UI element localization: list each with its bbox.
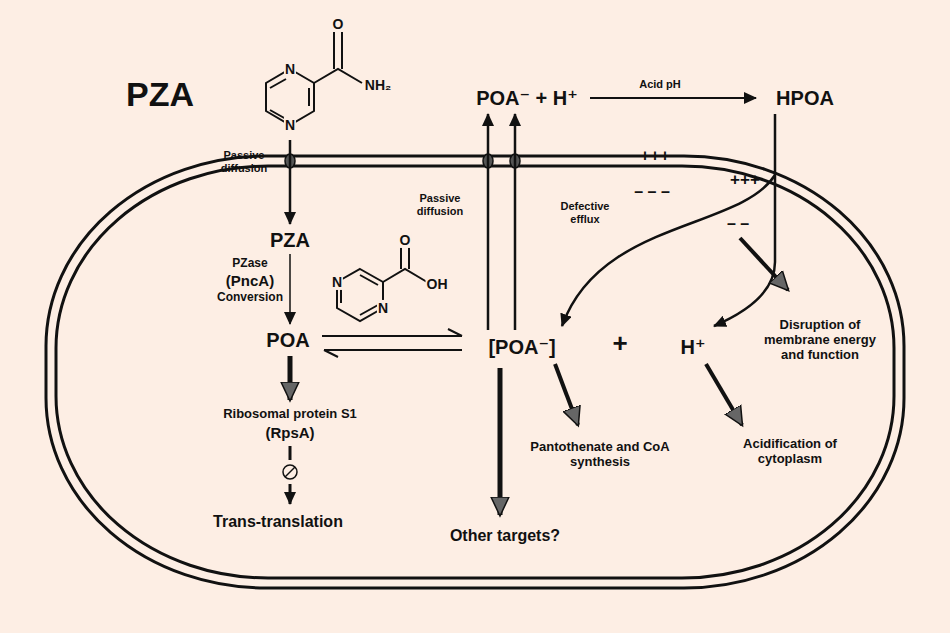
effect-label: Other targets? — [450, 527, 560, 545]
compound-label: POA⁻ + H⁺ — [476, 87, 578, 110]
compound-label: POA — [266, 329, 309, 352]
charge-label: +++ — [640, 146, 670, 166]
poa-structure — [337, 247, 427, 321]
atom-label: O — [332, 16, 345, 32]
compound-label: [POA⁻] — [488, 336, 555, 359]
title-label: PZA — [126, 75, 194, 114]
atom-label: O — [399, 232, 412, 248]
enzyme-label: PZase — [232, 257, 267, 271]
pza-structure — [266, 32, 362, 125]
plus-sign: + — [612, 329, 627, 359]
cell-membrane — [56, 166, 894, 578]
atom-label: OH — [426, 276, 449, 292]
enzyme-label: (PncA) — [226, 272, 274, 289]
effect-label: Pantothenate and CoA synthesis — [515, 440, 685, 470]
compound-label: HPOA — [776, 87, 834, 110]
atom-label: N — [284, 117, 296, 133]
target-label: Ribosomal protein S1 — [223, 407, 357, 422]
effect-label: Acidification of cytoplasm — [730, 437, 850, 467]
atom-label: N — [284, 61, 296, 77]
atom-label: NH₂ — [364, 77, 392, 93]
atom-label: N — [331, 274, 343, 290]
process-label: Defective efflux — [550, 200, 620, 225]
charge-label: – – – — [634, 183, 670, 201]
atom-label: N — [377, 300, 389, 316]
process-label: Passive diffusion — [404, 192, 476, 217]
membrane-pores — [285, 154, 520, 168]
charge-label: – – — [727, 215, 749, 233]
process-label: Conversion — [217, 291, 283, 305]
process-label: Passive diffusion — [208, 149, 280, 174]
effect-label: Disruption of membrane energy and functi… — [754, 318, 886, 363]
charge-label: +++ — [730, 170, 760, 190]
effect-label: Trans-translation — [213, 513, 343, 531]
target-label: (RpsA) — [265, 424, 314, 441]
condition-label: Acid pH — [639, 78, 681, 91]
compound-label: PZA — [270, 229, 310, 252]
compound-label: H⁺ — [681, 336, 706, 359]
arrows — [283, 98, 788, 515]
